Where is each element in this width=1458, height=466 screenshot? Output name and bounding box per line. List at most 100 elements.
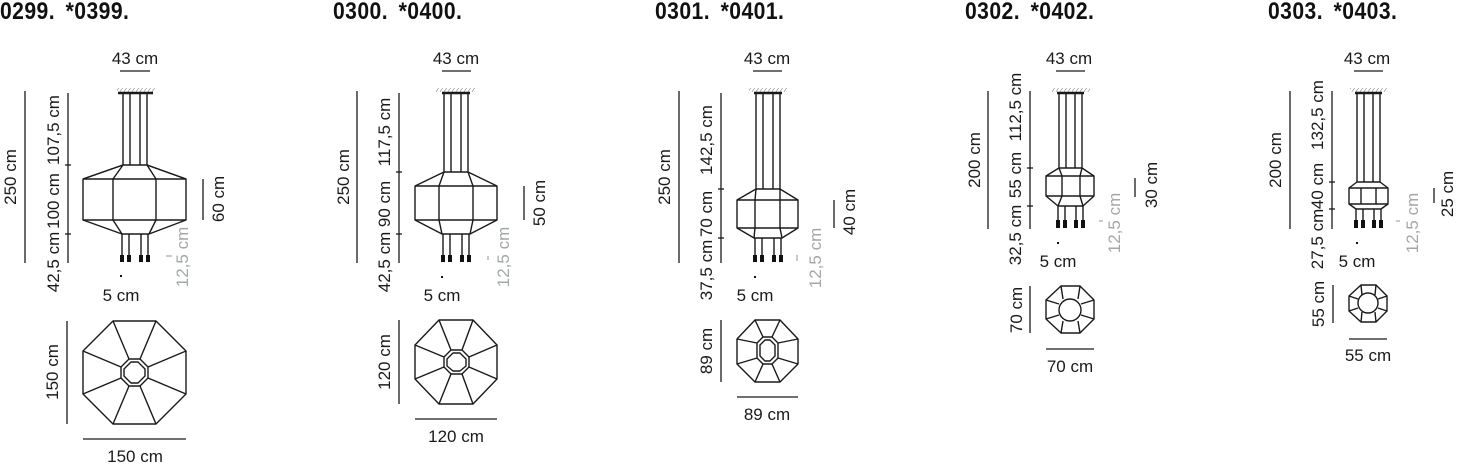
lower-wires	[754, 238, 782, 256]
ceiling-hatch-icon	[1052, 88, 1090, 92]
top-view-octagon	[736, 319, 799, 383]
top-view-width-label: 150 cm	[107, 447, 163, 466]
ceiling-hatch-icon	[1350, 88, 1388, 92]
segment-lower-label: 27,5 cm	[1308, 209, 1327, 269]
total-height-label: 250 cm	[1, 149, 20, 205]
segment-lower-label: 32,5 cm	[1006, 205, 1025, 265]
terminal-height-label: 12,5 cm	[494, 227, 513, 287]
ceiling-hatch-icon	[117, 88, 155, 92]
top-view-depth-label: 89 cm	[697, 328, 716, 374]
segment-upper-label: 142,5 cm	[697, 105, 716, 175]
terminal-height-label: 12,5 cm	[173, 227, 192, 287]
drawing-0303: 43 cm 5 cm 200 cm 132,5 cm 40 cm 27,5 cm	[1266, 49, 1457, 365]
top-view-width-label: 55 cm	[1345, 346, 1391, 365]
model-code: 0303.	[1268, 0, 1324, 25]
lamp-body	[414, 171, 498, 235]
terminal-height-label: 12,5 cm	[806, 228, 825, 288]
model-code: 0302.	[965, 0, 1021, 25]
terminal-spacing-mark	[754, 276, 756, 278]
model-title-0302: 0302. *0402.	[965, 0, 1105, 26]
terminal-spacing-mark	[120, 275, 122, 277]
segment-lower-label: 42,5 cm	[375, 232, 394, 292]
ceiling-hatch-icon	[436, 88, 475, 92]
segment-body-label: 55 cm	[1006, 152, 1025, 198]
model-code-alt: *0400.	[398, 0, 463, 25]
light-terminals	[441, 255, 471, 262]
model-code-alt: *0403.	[1333, 0, 1398, 25]
top-view-octagon	[1348, 284, 1388, 323]
top-view-width-label: 120 cm	[428, 427, 484, 446]
segment-body-label: 70 cm	[697, 191, 716, 237]
lamp-body	[82, 164, 187, 235]
suspension-wires	[1058, 93, 1083, 168]
terminal-spacing-label: 5 cm	[1040, 252, 1077, 271]
lower-wires	[1355, 209, 1382, 221]
body-height-label: 60 cm	[209, 176, 228, 222]
lower-wires	[121, 234, 149, 256]
suspension-wires	[1356, 93, 1381, 182]
model-title-0303: 0303. *0403.	[1268, 0, 1408, 26]
canopy-width-label: 43 cm	[112, 49, 158, 68]
model-code-alt: *0402.	[1030, 0, 1095, 25]
drawing-0299: 43 cm 5 cm 250 cm	[1, 49, 228, 466]
top-view-depth-label: 150 cm	[43, 344, 62, 400]
model-title-0299: 0299.*0399.	[0, 0, 140, 26]
light-terminals	[1354, 220, 1383, 228]
lamp-body	[736, 188, 799, 239]
light-terminals	[120, 255, 150, 262]
lower-wires	[1057, 206, 1084, 222]
model-code: 0301.	[655, 0, 711, 25]
terminal-spacing-label: 5 cm	[103, 286, 140, 305]
model-title-0300: 0300. *0400.	[333, 0, 473, 26]
top-view-depth-label: 120 cm	[375, 334, 394, 390]
body-height-label: 30 cm	[1142, 162, 1161, 208]
drawing-0301: 43 cm 5 cm 250 cm 142,5 cm 70 cm	[655, 49, 859, 424]
terminal-height-label: 12,5 cm	[1403, 193, 1422, 253]
segment-lower-label: 37,5 cm	[697, 240, 716, 300]
light-terminals	[1056, 220, 1085, 228]
canopy-width-label: 43 cm	[1046, 49, 1092, 68]
terminal-spacing-label: 5 cm	[424, 286, 461, 305]
model-code: 0299.	[0, 0, 56, 25]
top-view-depth-label: 70 cm	[1007, 287, 1026, 333]
body-height-label: 25 cm	[1438, 171, 1457, 217]
terminal-spacing-mark	[441, 276, 443, 278]
top-view-octagon	[1045, 285, 1095, 334]
canopy-width-label: 43 cm	[1344, 49, 1390, 68]
total-height-label: 200 cm	[1266, 132, 1285, 188]
top-view-octagon	[82, 320, 187, 425]
body-height-label: 50 cm	[530, 180, 549, 226]
total-height-label: 200 cm	[965, 132, 984, 188]
segment-body-label: 40 cm	[1308, 163, 1327, 209]
ceiling-hatch-icon	[749, 88, 787, 92]
canopy-width-label: 43 cm	[433, 49, 479, 68]
segment-upper-label: 112,5 cm	[1006, 73, 1025, 142]
lower-wires	[442, 234, 470, 256]
drawing-0300: 43 cm 5 cm 250 cm 117,5 cm 90 cm	[334, 49, 549, 446]
model-code-alt: *0401.	[720, 0, 785, 25]
segment-upper-label: 117,5 cm	[375, 98, 394, 167]
terminal-spacing-label: 5 cm	[1339, 252, 1376, 271]
terminal-height-label: 12,5 cm	[1105, 193, 1124, 253]
segment-body-label: 100 cm	[44, 173, 63, 229]
suspension-wires	[443, 93, 469, 172]
terminal-spacing-label: 5 cm	[737, 286, 774, 305]
terminal-spacing-mark	[1356, 242, 1358, 244]
segment-upper-label: 107,5 cm	[44, 95, 63, 165]
top-view-width-label: 70 cm	[1047, 357, 1093, 376]
total-height-label: 250 cm	[334, 149, 353, 205]
top-view-depth-label: 55 cm	[1309, 281, 1328, 327]
suspension-wires	[122, 93, 148, 165]
model-title-0301: 0301. *0401.	[655, 0, 795, 26]
top-view-width-label: 89 cm	[744, 405, 790, 424]
model-code: 0300.	[333, 0, 389, 25]
lamp-body	[1045, 167, 1095, 207]
canopy-width-label: 43 cm	[744, 49, 790, 68]
terminal-spacing-mark	[1057, 242, 1059, 244]
lamp-body	[1348, 181, 1389, 210]
drawing-0302: 43 cm 5 cm 200 cm 112,5 cm 55 cm	[965, 49, 1161, 376]
light-terminals	[753, 255, 783, 262]
suspension-wires	[755, 93, 781, 189]
segment-upper-label: 132,5 cm	[1308, 80, 1327, 150]
